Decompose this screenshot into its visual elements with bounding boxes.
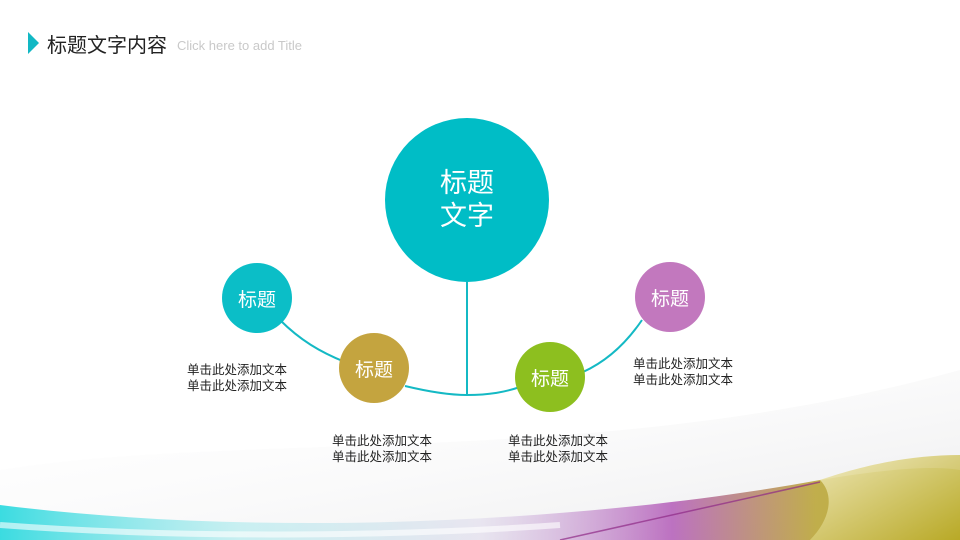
slide-subtitle[interactable]: Click here to add Title	[177, 38, 303, 53]
description-line: 单击此处添加文本	[331, 449, 432, 464]
node-description-3[interactable]: 单击此处添加文本 单击此处添加文本	[499, 433, 617, 465]
node-description-4[interactable]: 单击此处添加文本 单击此处添加文本	[624, 356, 742, 388]
node-circle-1[interactable]: 标题	[222, 263, 292, 333]
description-line: 单击此处添加文本	[507, 433, 608, 448]
node-description-2[interactable]: 单击此处添加文本 单击此处添加文本	[323, 433, 441, 465]
node-circle-3[interactable]: 标题	[515, 342, 585, 412]
description-line: 单击此处添加文本	[331, 433, 432, 448]
node-label: 标题	[530, 367, 569, 390]
description-line: 单击此处添加文本	[507, 449, 608, 464]
node-circle-4[interactable]: 标题	[635, 262, 705, 332]
center-circle[interactable]: 标题 文字	[385, 118, 549, 282]
description-line: 单击此处添加文本	[186, 378, 287, 393]
description-line: 单击此处添加文本	[632, 356, 733, 371]
node-label: 标题	[354, 358, 393, 381]
slide-header: 标题文字内容 Click here to add Title	[28, 30, 303, 57]
title-arrow-icon	[28, 32, 39, 54]
center-title-line2: 文字	[440, 201, 494, 232]
slide-title[interactable]: 标题文字内容	[47, 32, 167, 57]
description-line: 单击此处添加文本	[632, 372, 733, 387]
node-circle-2[interactable]: 标题	[339, 333, 409, 403]
description-line: 单击此处添加文本	[186, 362, 287, 377]
center-title-line1: 标题	[440, 168, 494, 199]
node-label: 标题	[650, 287, 689, 310]
node-description-1[interactable]: 单击此处添加文本 单击此处添加文本	[178, 362, 296, 394]
connector-lines	[279, 282, 643, 397]
node-label: 标题	[237, 288, 276, 311]
